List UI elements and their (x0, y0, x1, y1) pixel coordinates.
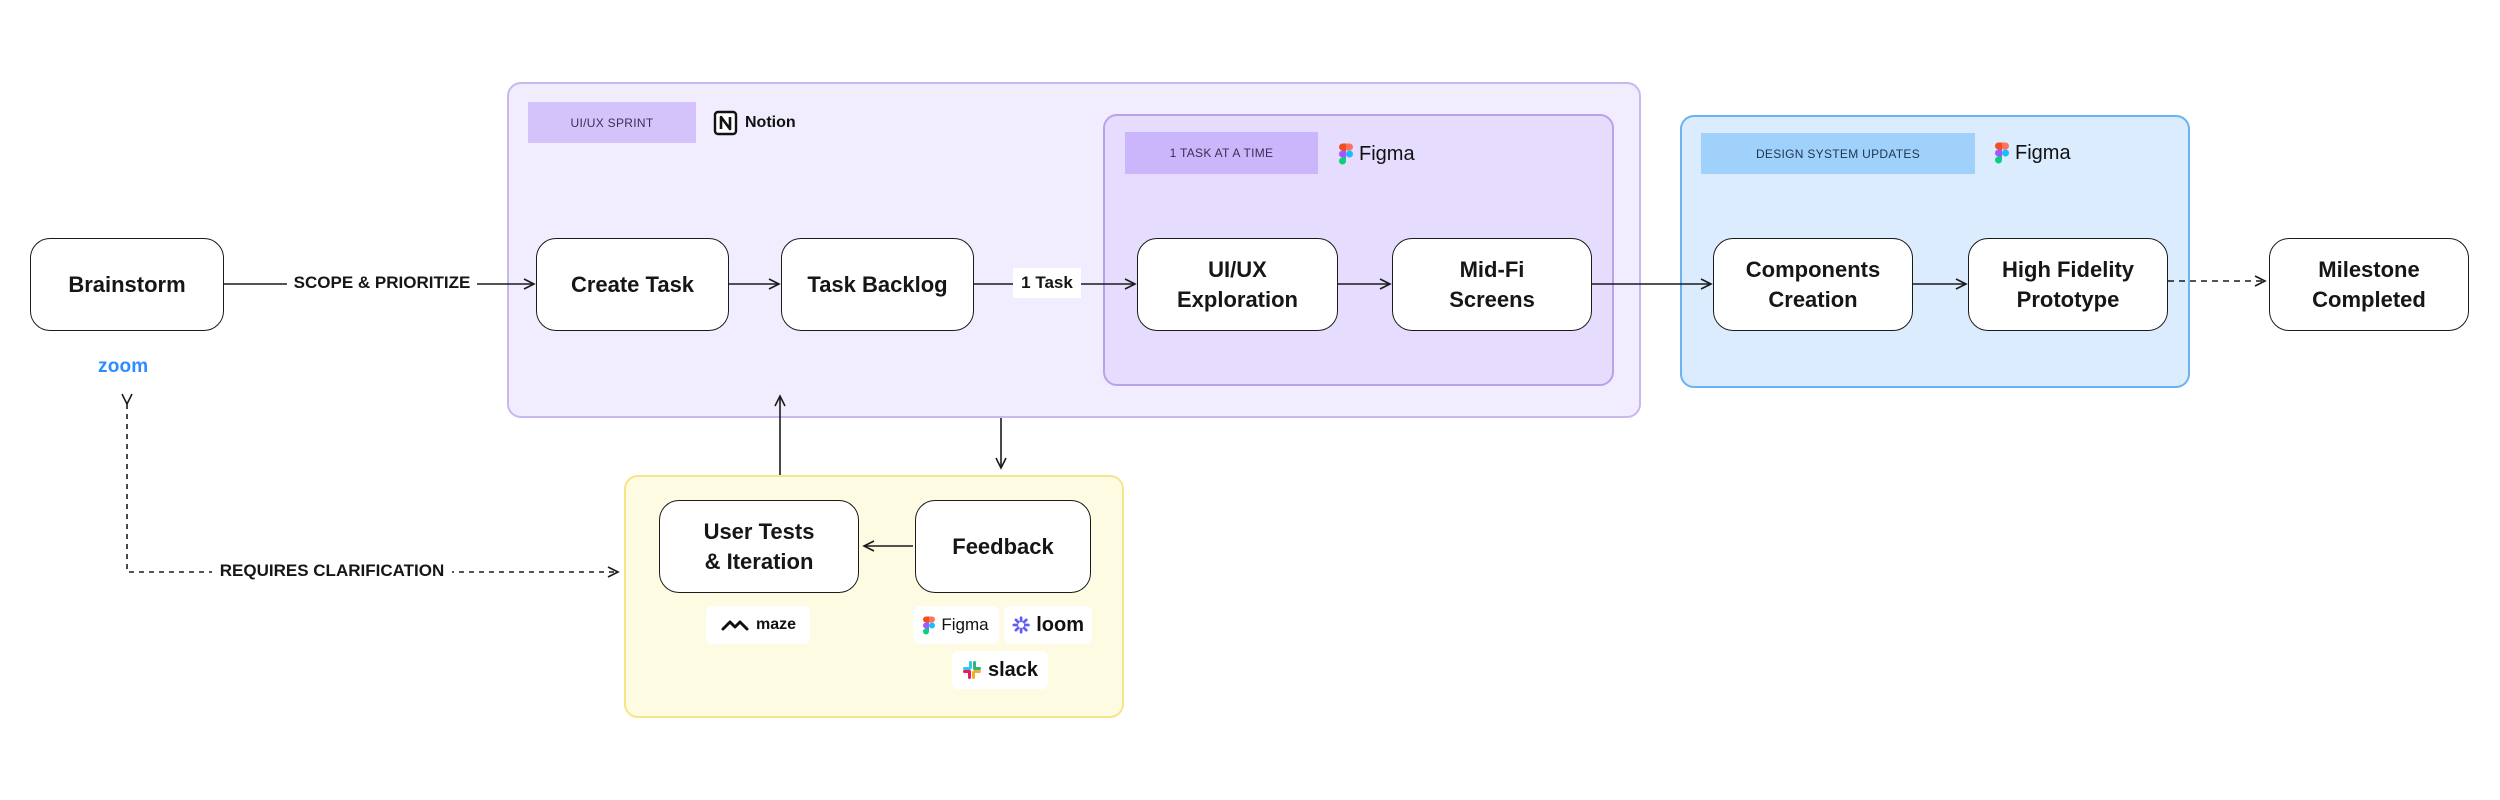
maze-wordmark: maze (755, 616, 797, 633)
loom-wordmark: loom (1036, 613, 1084, 636)
slack-icon (962, 661, 981, 679)
maze-icon (721, 620, 749, 631)
node-high-fidelity-prototype[interactable]: High Fidelity Prototype (1968, 238, 2168, 331)
loom-icon (1012, 616, 1030, 634)
figma-logo-task: Figma (1339, 139, 1415, 169)
node-feedback-label: Feedback (952, 533, 1054, 559)
node-user-tests-label-line1: User Tests (703, 518, 815, 544)
notion-logo: Notion (713, 109, 796, 137)
figma-wordmark: Figma (1359, 142, 1415, 165)
slack-logo: slack (952, 651, 1048, 689)
node-milestone-completed[interactable]: Milestone Completed (2269, 238, 2469, 331)
design-system-updates-tag: DESIGN SYSTEM UPDATES (1701, 133, 1975, 174)
figma-icon (923, 616, 936, 634)
node-mid-fi-screens[interactable]: Mid-Fi Screens (1392, 238, 1592, 331)
slack-wordmark: slack (987, 658, 1039, 681)
figma-icon (1995, 142, 2009, 164)
node-components-creation[interactable]: Components Creation (1713, 238, 1913, 331)
node-milestone-label-line2: Completed (2312, 286, 2426, 312)
loom-logo: loom (1004, 606, 1092, 644)
edge-label-requires-clarification: REQUIRES CLARIFICATION (212, 556, 452, 586)
edge-label-scope: SCOPE & PRIORITIZE (287, 268, 477, 298)
node-user-tests-iteration[interactable]: User Tests & Iteration (659, 500, 859, 593)
maze-logo: maze (706, 606, 810, 644)
node-midfi-label-line2: Screens (1449, 286, 1535, 312)
node-midfi-label-line1: Mid-Fi (1459, 256, 1525, 282)
node-task-backlog[interactable]: Task Backlog (781, 238, 974, 331)
node-brainstorm-label: Brainstorm (68, 271, 186, 297)
edge-requires-clarification (121, 393, 620, 578)
ui-ux-sprint-tag: UI/UX SPRINT (528, 102, 696, 143)
node-uiux-label-line2: Exploration (1176, 286, 1298, 312)
node-create-task[interactable]: Create Task (536, 238, 729, 331)
figma-icon (1339, 143, 1353, 165)
figma-logo-feedback: Figma (913, 606, 999, 644)
node-components-label-line2: Creation (1768, 286, 1858, 312)
node-uiux-label-line1: UI/UX (1208, 256, 1267, 282)
node-feedback[interactable]: Feedback (915, 500, 1091, 593)
node-hifi-label-line2: Prototype (2016, 286, 2120, 312)
node-brainstorm[interactable]: Brainstorm (30, 238, 224, 331)
figma-wordmark: Figma (2015, 141, 2071, 164)
node-components-label-line1: Components (1745, 256, 1881, 282)
edge-label-one-task: 1 Task (1013, 268, 1081, 298)
node-hifi-label-line1: High Fidelity (2002, 256, 2134, 282)
figma-wordmark: Figma (941, 615, 989, 634)
node-task-backlog-label: Task Backlog (807, 271, 948, 297)
notion-wordmark: Notion (745, 114, 796, 131)
node-user-tests-label-line2: & Iteration (704, 548, 814, 574)
node-uiux-exploration[interactable]: UI/UX Exploration (1137, 238, 1338, 331)
figma-logo-design-system: Figma (1995, 138, 2071, 168)
zoom-logo: zoom (98, 356, 149, 377)
node-create-task-label: Create Task (570, 271, 695, 297)
notion-icon (713, 110, 738, 136)
node-milestone-label-line1: Milestone (2318, 256, 2420, 282)
one-task-at-a-time-tag: 1 TASK AT A TIME (1125, 132, 1318, 174)
